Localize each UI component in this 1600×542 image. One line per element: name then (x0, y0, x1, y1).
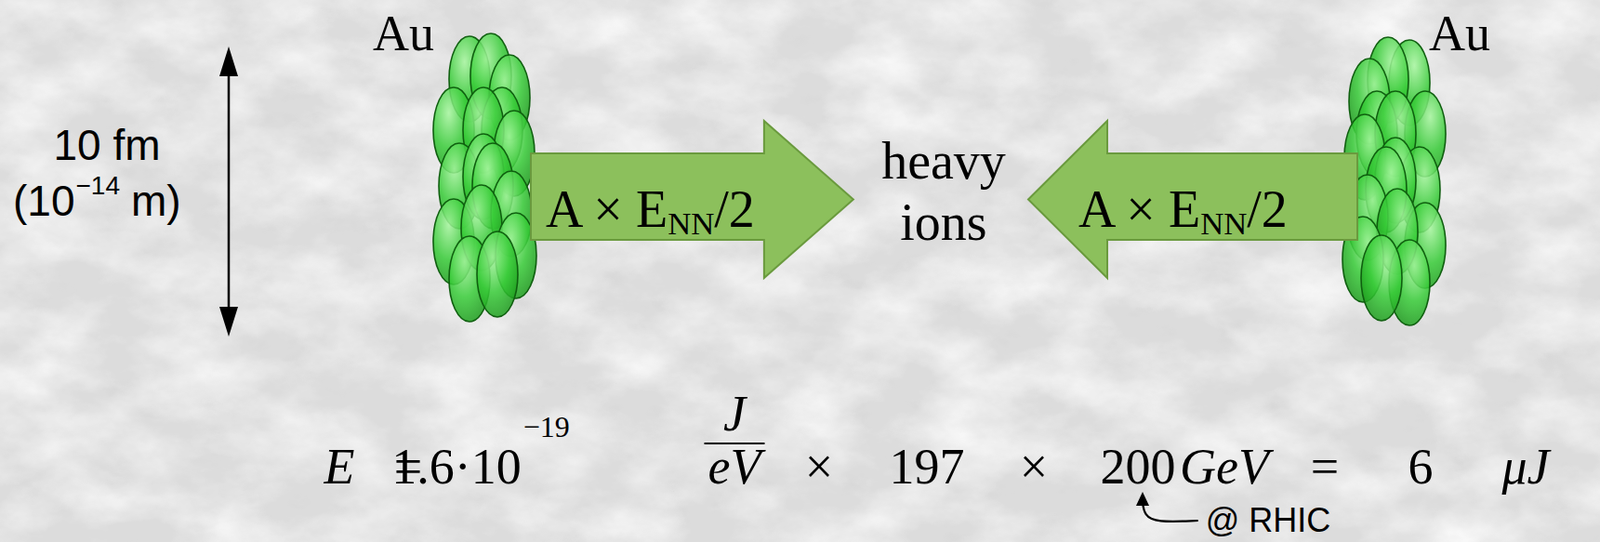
arrow-fill (1028, 120, 1358, 278)
unit-numerator: J (723, 388, 746, 439)
nucleus-label: Au (372, 8, 435, 59)
beam-arrow: A × ENN/2 (1028, 120, 1358, 278)
energy-term: A × E (1078, 180, 1201, 239)
size-label: 10 fm (52, 123, 160, 167)
arrow-fill (530, 120, 854, 278)
equation-term: E (324, 441, 356, 492)
energy-term: A × E (545, 180, 668, 239)
subscript: NN (1200, 205, 1247, 242)
equation-term: 197 (889, 441, 966, 492)
annotation-leader (1142, 502, 1199, 522)
gold-nucleus (433, 33, 537, 322)
arrow-text: A × ENN/2 (545, 183, 755, 236)
exponent: −19 (523, 411, 570, 442)
annotation-label: @ RHIC (1205, 503, 1332, 538)
equation-term: 200 (1100, 441, 1177, 492)
equation-operator: × (805, 441, 834, 492)
annotation-arrowhead (1136, 491, 1150, 506)
equation-term: 1.6·10 (391, 441, 521, 492)
equation-unit: μJ (1501, 441, 1549, 492)
arrow-text: A × ENN/2 (1078, 183, 1288, 236)
energy-term: /2 (714, 180, 755, 239)
scale-double-arrow (219, 46, 239, 337)
unit-denominator: eV (708, 441, 762, 492)
equation-term: 6 (1408, 441, 1434, 492)
subscript: NN (667, 205, 715, 242)
equation-operator: = (1310, 441, 1339, 492)
nucleus-label: Au (1428, 8, 1491, 59)
equation-operator: × (1019, 441, 1048, 492)
size-label: m) (131, 179, 182, 223)
equation-unit: GeV (1179, 441, 1270, 492)
energy-term: /2 (1246, 180, 1288, 239)
beam-arrow: A × ENN/2 (530, 120, 854, 278)
exponent: −14 (75, 172, 120, 199)
size-label: (10 (13, 179, 75, 223)
collision-label: heavy ions (881, 130, 1006, 253)
